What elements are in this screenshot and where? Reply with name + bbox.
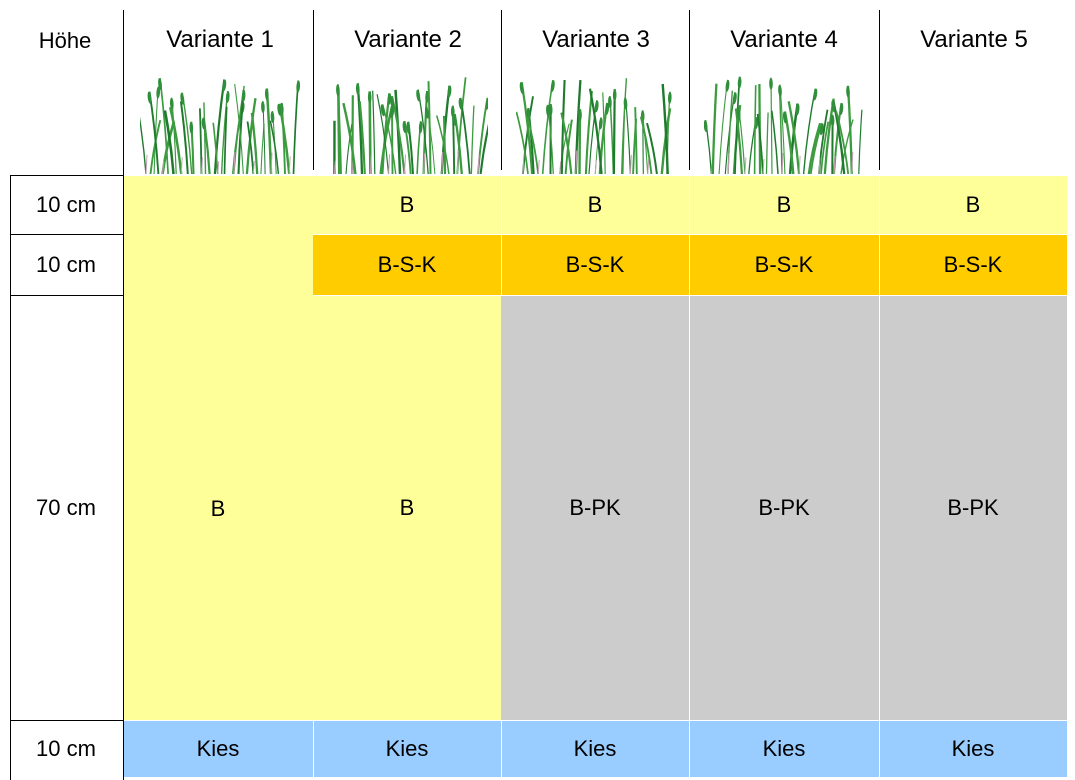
variant-2-gravel: Kies xyxy=(313,721,501,777)
grass-plants-icon xyxy=(333,77,488,174)
variant-5-header: Variante 5 xyxy=(920,26,1028,53)
grid-line-light xyxy=(879,721,880,777)
variant-3-gravel: Kies xyxy=(501,721,689,777)
variant-2-layer-1: B xyxy=(313,176,501,234)
grass-plants-icon xyxy=(516,78,672,174)
variant-1-gravel: Kies xyxy=(123,721,313,777)
variant-4-header: Variante 4 xyxy=(730,26,838,53)
grid-line-light xyxy=(879,176,880,295)
grid-line-light xyxy=(689,176,690,295)
variant-5-layer-1: B xyxy=(879,176,1067,234)
layer-1-height: 10 cm xyxy=(36,192,96,217)
variant-2-layer-3: B xyxy=(313,296,501,720)
variant-4-layer-1: B xyxy=(689,176,879,234)
grid-line xyxy=(123,10,124,780)
variant-2-header: Variante 2 xyxy=(354,26,462,53)
grid-line-light xyxy=(313,721,314,777)
layer-3-height: 70 cm xyxy=(36,495,96,520)
variant-3-layer-3: B-PK xyxy=(501,296,689,720)
grid-line xyxy=(10,176,11,780)
variant-3-header: Variante 3 xyxy=(542,26,650,53)
grid-line xyxy=(10,175,123,176)
height-column-header: Höhe xyxy=(38,28,92,53)
variant-4-layer-2: B-S-K xyxy=(689,235,879,295)
grid-line xyxy=(879,10,880,170)
grid-line-light xyxy=(501,721,502,777)
variant-1-header: Variante 1 xyxy=(166,26,274,53)
grass-plants-icon xyxy=(704,76,863,174)
variant-2-layer-2: B-S-K xyxy=(313,235,501,295)
grid-line-light xyxy=(689,296,690,720)
layer-2-height: 10 cm xyxy=(36,252,96,277)
grid-line-light xyxy=(879,296,880,720)
grid-line xyxy=(10,295,123,296)
grid-line-light xyxy=(689,721,690,777)
variant-5-layer-2: B-S-K xyxy=(879,235,1067,295)
grid-line xyxy=(10,234,123,235)
variant-4-layer-3: B-PK xyxy=(689,296,879,720)
grid-line xyxy=(313,10,314,170)
variant-1-main-label: B xyxy=(210,496,226,521)
variant-5-layer-3: B-PK xyxy=(879,296,1067,720)
variant-5-gravel: Kies xyxy=(879,721,1067,777)
grid-line xyxy=(689,10,690,170)
variant-4-gravel: Kies xyxy=(689,721,879,777)
variant-3-layer-2: B-S-K xyxy=(501,235,689,295)
grass-plants-icon xyxy=(140,77,300,174)
variant-1-layer-b: B xyxy=(123,176,313,720)
grid-line-light xyxy=(501,176,502,295)
grid-line xyxy=(10,720,123,721)
grid-line xyxy=(501,10,502,170)
layer-4-height: 10 cm xyxy=(36,736,96,761)
variant-3-layer-1: B xyxy=(501,176,689,234)
